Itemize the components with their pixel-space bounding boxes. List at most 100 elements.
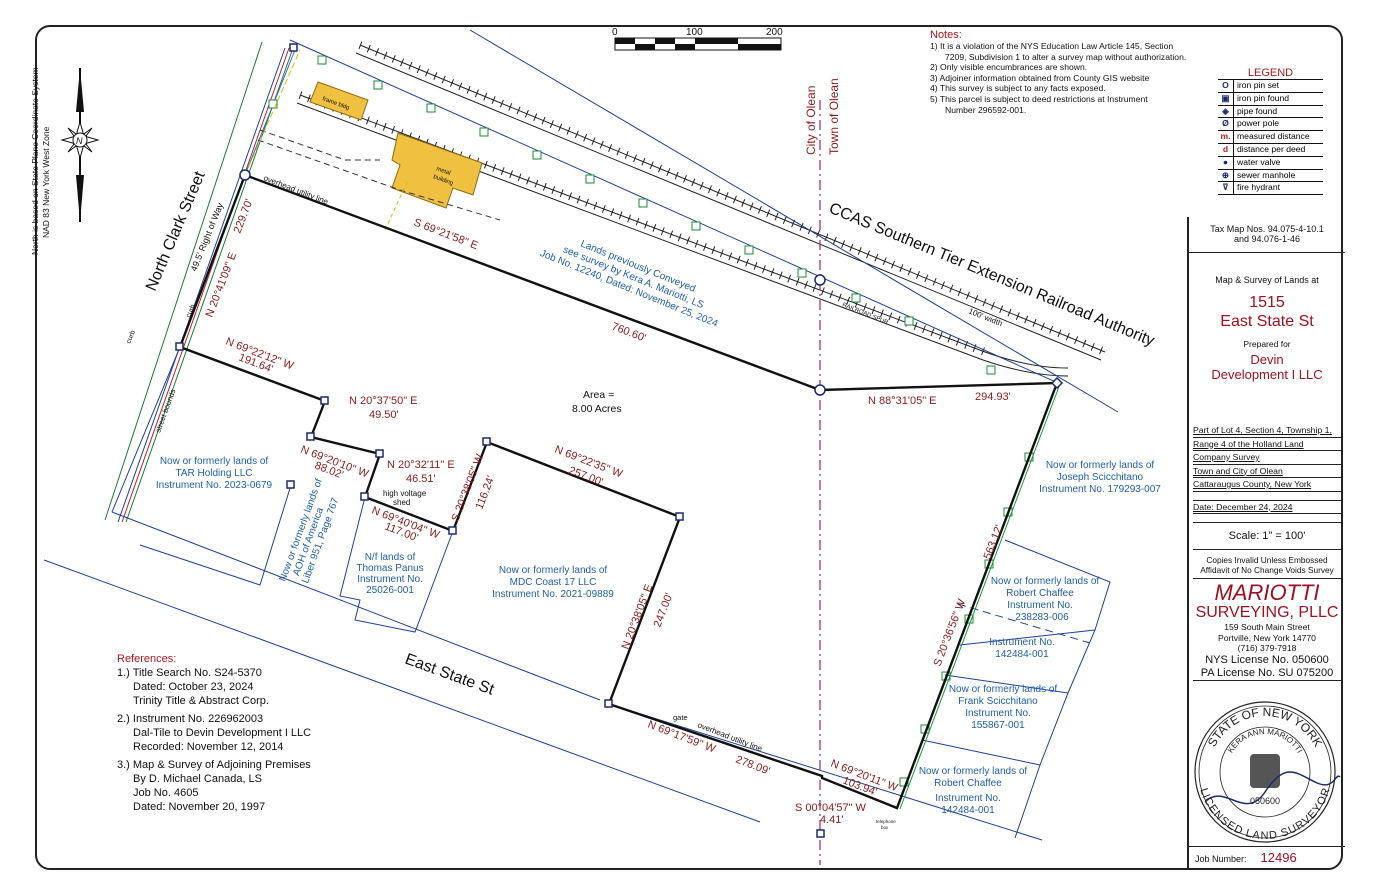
copies-notice: Copies Invalid Unless Embossed Affidavit… bbox=[1193, 550, 1341, 579]
note-item: Number 296592-001. bbox=[945, 104, 1027, 115]
svg-text:Instrument No.: Instrument No. bbox=[357, 574, 423, 585]
map-title: Map & Survey of Lands at bbox=[1215, 275, 1319, 285]
notes-panel: Notes: 1) It is a violation of the NYS E… bbox=[930, 29, 1210, 115]
bearing-label: N 20°41'09" E bbox=[204, 251, 240, 319]
north-clark-street bbox=[104, 41, 298, 523]
bearing-label: N 20°32'11" E bbox=[387, 459, 455, 471]
railroad-tracks bbox=[296, 41, 1107, 377]
svg-text:Joseph Scicchitano: Joseph Scicchitano bbox=[1057, 472, 1144, 483]
fire-hydrant-icon: ⊽ bbox=[1218, 182, 1234, 195]
svg-text:050600: 050600 bbox=[1250, 796, 1280, 806]
iron-pin-found-icon: ▣ bbox=[1218, 92, 1234, 105]
svg-text:Instrument No. 179293-007: Instrument No. 179293-007 bbox=[1039, 484, 1161, 495]
reference-item: 3.) Map & Survey of Adjoining Premises B… bbox=[117, 759, 311, 813]
svg-text:Now or formerly lands of: Now or formerly lands of bbox=[991, 576, 1100, 587]
railroad-width-label: 100' width bbox=[967, 307, 1004, 329]
svg-text:238283-006: 238283-006 bbox=[1015, 612, 1069, 623]
note-item: 2) Only visible encumbrances are shown. bbox=[930, 62, 1088, 73]
deed-distance-icon: d bbox=[1218, 143, 1234, 156]
notes-title: Notes: bbox=[930, 29, 962, 41]
prepared-for-label: Prepared for bbox=[1243, 339, 1291, 349]
power-pole-icon: Ø bbox=[1218, 118, 1234, 131]
svg-text:142484-001: 142484-001 bbox=[941, 805, 995, 816]
legend-title: LEGEND bbox=[1218, 67, 1323, 80]
svg-text:TAR Holding LLC: TAR Holding LLC bbox=[175, 468, 252, 479]
note-item: 5) This parcel is subject to deed restri… bbox=[930, 93, 1148, 104]
scale-tick: 100 bbox=[686, 27, 703, 38]
street-label-east-state: East State St bbox=[403, 651, 497, 699]
distance-label: 46.51' bbox=[406, 473, 436, 485]
legend-item: ▣iron pin found bbox=[1218, 92, 1323, 106]
svg-text:142484-001: 142484-001 bbox=[995, 649, 1049, 660]
legend-item: ⊽fire hydrant bbox=[1218, 182, 1323, 196]
distance-label: 294.93' bbox=[975, 391, 1011, 403]
owner-frank: Now or formerly lands of Frank Scicchita… bbox=[949, 684, 1058, 731]
parcel-boundary bbox=[178, 173, 1059, 810]
nys-license: NYS License No. 050600 bbox=[1205, 653, 1329, 666]
dashed-lines bbox=[257, 129, 501, 221]
frame-building: frame bldg bbox=[309, 81, 369, 121]
curb-label: curb bbox=[185, 303, 197, 318]
svg-text:Frank Scicchitano: Frank Scicchitano bbox=[958, 696, 1038, 707]
gate-label: gate bbox=[673, 713, 688, 722]
legend-item: ●water valve bbox=[1218, 156, 1323, 170]
svg-text:metal: metal bbox=[435, 166, 451, 177]
power-poles bbox=[268, 55, 1034, 787]
distance-label: 247.00' bbox=[652, 591, 676, 629]
svg-text:Now or formerly lands of: Now or formerly lands of bbox=[949, 684, 1058, 695]
firm-name-sub: SURVEYING, PLLC bbox=[1195, 604, 1339, 621]
yellow-line bbox=[244, 49, 301, 176]
svg-text:Instrument No.: Instrument No. bbox=[965, 708, 1031, 719]
row-label: 49.5' Right of Way bbox=[189, 201, 226, 273]
bearing-label: N 20°38'05" E bbox=[620, 583, 656, 651]
reference-item: 1.) Title Search No. S24-5370 Dated: Oct… bbox=[117, 667, 269, 707]
water-valve-icon: ● bbox=[1218, 156, 1234, 169]
scale-tick: 0 bbox=[612, 27, 618, 38]
references: References: 1.) Title Search No. S24-537… bbox=[117, 652, 311, 818]
svg-text:Instrument No.: Instrument No. bbox=[1007, 600, 1073, 611]
north-note: North is based on State Plane Coordinate… bbox=[30, 67, 40, 255]
reference-item: 2.) Instrument No. 226962003 Dal-Tile to… bbox=[117, 713, 312, 753]
references-title: References: bbox=[117, 653, 177, 665]
metal-building: metal building bbox=[391, 132, 483, 209]
owner-tar: Now or formerly lands of TAR Holding LLC… bbox=[156, 456, 273, 491]
svg-text:N: N bbox=[76, 136, 83, 146]
client-name: Devin Development I LLC bbox=[1211, 352, 1323, 382]
legend-item: m.measured distance bbox=[1218, 131, 1323, 144]
owner-mdc: Now or formerly lands of MDC Coast 17 LL… bbox=[492, 565, 614, 600]
town-label: Town of Olean bbox=[827, 78, 841, 155]
svg-text:Instrument No.: Instrument No. bbox=[989, 637, 1055, 648]
shed-label: high voltage bbox=[383, 489, 427, 498]
scale-tick: 200 bbox=[766, 27, 783, 38]
conveyed-note: Lands previously Conveyed see survey by … bbox=[538, 239, 719, 330]
survey-date: Date: December 24, 2024 bbox=[1193, 501, 1341, 514]
adjoining-lot-lines bbox=[111, 346, 1111, 839]
measured-distance-icon: m. bbox=[1218, 131, 1234, 143]
north-note: NAD 83 New York West Zone bbox=[41, 126, 51, 238]
svg-text:Now or formerly lands of: Now or formerly lands of bbox=[1046, 460, 1155, 471]
legend-item: ◈pipe found bbox=[1218, 105, 1323, 119]
note-item: 3) Adjoiner information obtained from Co… bbox=[930, 72, 1150, 83]
property-address: 1515 East State St bbox=[1220, 294, 1314, 330]
location-description: Part of Lot 4, Section 4, Township 1, Ra… bbox=[1189, 424, 1345, 514]
owner-panus: N/f lands of Thomas Panus Instrument No.… bbox=[356, 552, 423, 596]
sewer-manhole-icon: ⊕ bbox=[1218, 169, 1234, 182]
svg-text:Now or formerly lands of: Now or formerly lands of bbox=[499, 565, 608, 576]
owner-chaffee-2: Now or formerly lands of Robert Chaffee … bbox=[919, 766, 1028, 816]
distance-label: 49.50' bbox=[369, 409, 399, 421]
east-state-street bbox=[43, 511, 1043, 841]
svg-text:N/f lands of: N/f lands of bbox=[365, 552, 416, 563]
title-block: Tax Map Nos. 94.075-4-10.1 and 94.076-1-… bbox=[1187, 217, 1345, 869]
telephone-box-label: telephone bbox=[876, 819, 896, 824]
railroad-row-lines bbox=[289, 29, 1119, 413]
scale-label: Scale: 1" = 100' bbox=[1193, 522, 1341, 550]
area-value: 8.00 Acres bbox=[572, 403, 622, 415]
street-label-north-clark: North Clark Street bbox=[143, 169, 209, 294]
svg-text:Robert Chaffee: Robert Chaffee bbox=[934, 778, 1002, 789]
curb-label: curb bbox=[125, 329, 137, 344]
